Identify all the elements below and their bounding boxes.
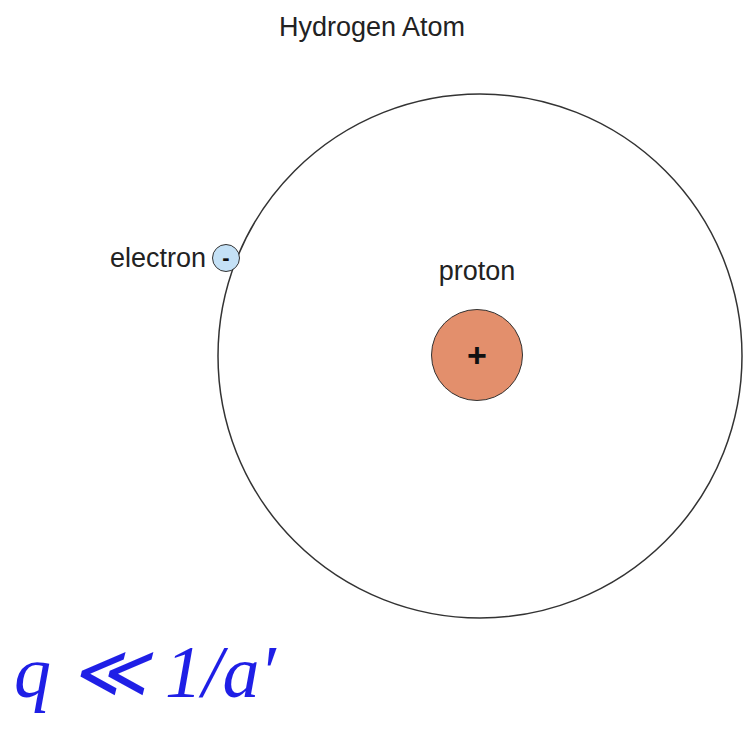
charge-sign: + <box>467 338 487 372</box>
charge-sign: - <box>222 247 229 269</box>
particle-label: proton <box>439 256 516 287</box>
electron-particle: electron- <box>110 243 240 274</box>
particle-label: electron <box>110 243 206 274</box>
formula-label: q ≪ 1/a′ <box>14 628 276 715</box>
proton-particle: proton + <box>431 256 523 401</box>
diagram-title: Hydrogen Atom <box>0 12 744 43</box>
orbit-path <box>218 94 742 618</box>
particle-circle: - <box>212 244 240 272</box>
particle-circle: + <box>431 309 523 401</box>
